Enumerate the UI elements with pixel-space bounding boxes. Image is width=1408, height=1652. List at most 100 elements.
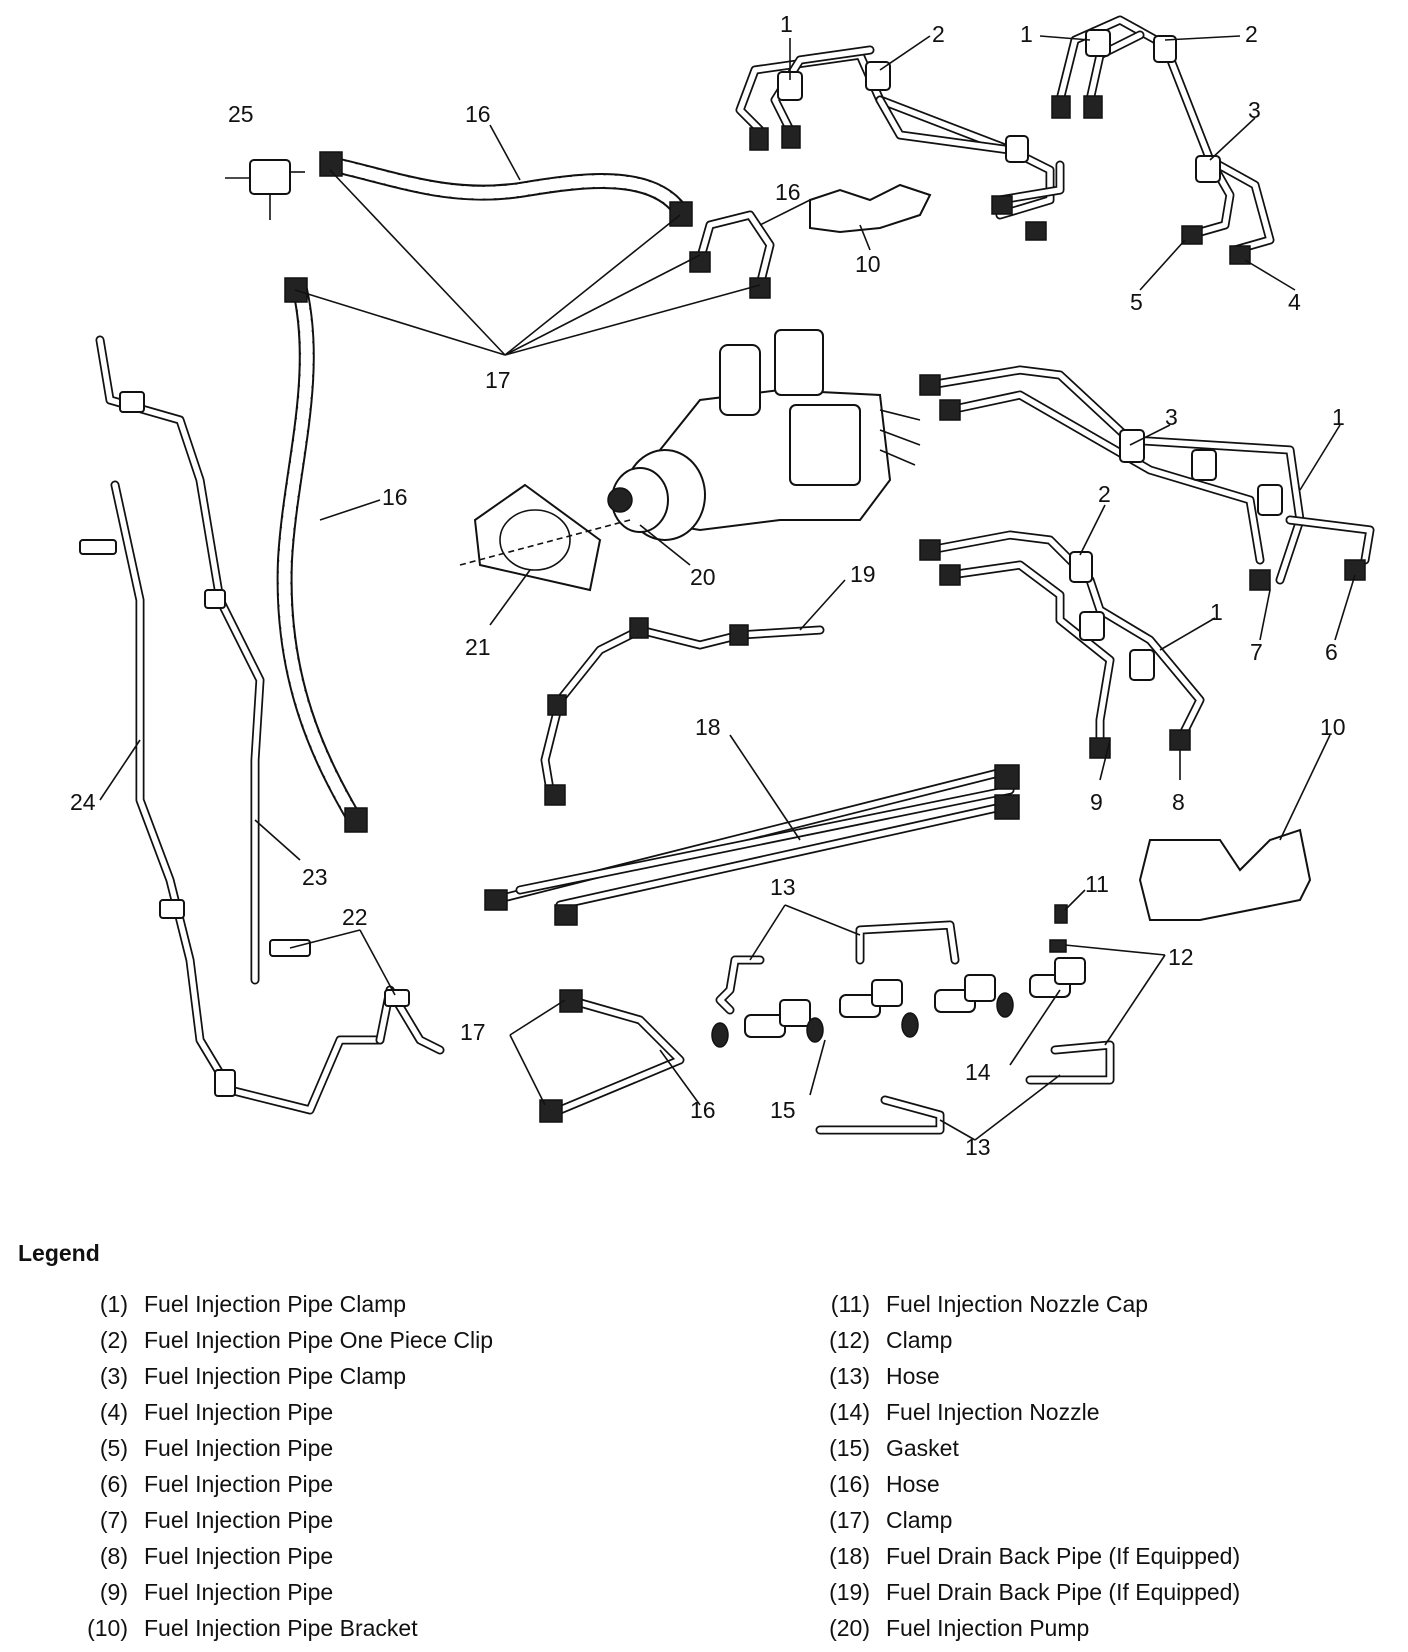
legend-item: (3) Fuel Injection Pipe Clamp [60, 1358, 493, 1394]
legend-item: (12) Clamp [802, 1322, 1240, 1358]
fuel-drain-back-pipe-19 [540, 617, 825, 806]
legend-item: (9)Fuel Injection Pipe [60, 1574, 493, 1610]
fuel-injection-pump [607, 329, 921, 541]
legend-text: Clamp [886, 1326, 953, 1353]
legend-number: (16) [829, 1470, 870, 1497]
fuel-connector-25 [225, 159, 305, 220]
legend-item: (1) Fuel Injection Pipe Clamp [60, 1286, 493, 1322]
legend-item: (2) Fuel Injection Pipe One Piece Clip [60, 1322, 493, 1358]
legend-text: Clamp [886, 1506, 953, 1533]
legend-text: Fuel Injection Pipe [144, 1434, 334, 1461]
callout: 15 [770, 1097, 796, 1123]
legend-text: Fuel Injection Pipe Clamp [144, 1362, 407, 1389]
callout: 16 [465, 101, 491, 127]
callout: 1 [780, 11, 793, 37]
legend-item: (8) Fuel Injection Pipe [60, 1538, 493, 1574]
legend-number: (18) [829, 1542, 870, 1569]
callout: 21 [465, 634, 491, 660]
callout: 16 [382, 484, 408, 510]
legend-item: (16)Hose [802, 1466, 1240, 1502]
legend-text: Fuel Injection Pipe [144, 1470, 334, 1497]
nozzles-and-hoses [711, 904, 1115, 1135]
legend-item: (19) Fuel Drain Back Pipe (If Equipped) [802, 1574, 1240, 1610]
legend-number: (7) [99, 1506, 128, 1533]
legend-number: (1) [99, 1290, 128, 1317]
legend-text: Hose [886, 1362, 940, 1389]
callout: 12 [1168, 944, 1194, 970]
callout-labels: 1 2 1 2 3 5 4 25 16 16 10 17 3 1 16 2 20… [70, 11, 1346, 1160]
legend-item: (10) Fuel Injection Pipe Bracket [60, 1610, 493, 1646]
legend-item: (5) Fuel Injection Pipe [60, 1430, 493, 1466]
legend-text: Fuel Injection Pipe Bracket [144, 1614, 418, 1641]
pipe-bracket-right [1138, 828, 1312, 921]
callout: 16 [775, 179, 801, 205]
callout: 5 [1130, 289, 1143, 315]
legend-number: (5) [99, 1434, 128, 1461]
injection-pipe-group-right [919, 365, 1375, 591]
injection-pipe-group-top-center [735, 45, 1065, 241]
legend-item: (6) Fuel Injection Pipe [60, 1466, 493, 1502]
legend-item: (18)Fuel Drain Back Pipe (If Equipped) [802, 1538, 1240, 1574]
legend-item: (15)Gasket [802, 1430, 1240, 1466]
legend-item: (20) Fuel Injection Pump [802, 1610, 1240, 1646]
legend-text: Fuel Injection Pipe Clamp [144, 1290, 407, 1317]
legend-text: Fuel Injection Pipe [144, 1542, 334, 1569]
callout: 1 [1332, 404, 1345, 430]
legend-title: Legend [18, 1240, 100, 1266]
legend-text: Fuel Injection Nozzle Cap [886, 1290, 1149, 1317]
callout: 2 [932, 21, 945, 47]
legend-item: (7) Fuel Injection Pipe [60, 1502, 493, 1538]
callout: 11 [1085, 871, 1109, 897]
hose-assemblies [276, 151, 775, 1123]
legend-number: (6) [99, 1470, 128, 1497]
callout: 9 [1090, 789, 1103, 815]
callout: 25 [228, 101, 254, 127]
callout: 1 [1020, 21, 1033, 47]
legend-number: (8) [99, 1542, 128, 1569]
pipe-bracket-top [809, 183, 932, 234]
legend-number: (20) [829, 1614, 870, 1641]
callout: 3 [1165, 404, 1178, 430]
legend-number: (19) [829, 1578, 870, 1605]
legend-text: Fuel Drain Back Pipe (If Equipped) [886, 1578, 1241, 1605]
legend-number: (11) [830, 1290, 870, 1317]
legend-number: (17) [829, 1506, 870, 1533]
callout: 2 [1245, 21, 1258, 47]
legend-number: (15) [829, 1434, 870, 1461]
legend-text: Fuel Injection Nozzle [886, 1398, 1100, 1425]
pump-gasket [459, 483, 631, 592]
legend-number: (2) [99, 1326, 128, 1353]
callout: 4 [1288, 289, 1301, 315]
injection-pipe-group-top-right [1051, 15, 1275, 265]
callout: 6 [1325, 639, 1338, 665]
callout: 13 [965, 1134, 991, 1160]
exploded-parts-diagram: 1 2 1 2 3 5 4 25 16 16 10 17 3 1 16 2 20… [70, 11, 1375, 1160]
legend-number: (14) [829, 1398, 870, 1425]
callout: 3 [1248, 97, 1261, 123]
legend-number: (13) [829, 1362, 870, 1389]
legend-item: (11) Fuel Injection Nozzle Cap [802, 1286, 1240, 1322]
callout: 24 [70, 789, 96, 815]
callout: 8 [1172, 789, 1185, 815]
legend-number: (10) [87, 1614, 128, 1641]
callout: 1 [1210, 599, 1223, 625]
legend-text: Fuel Injection Pipe [144, 1506, 334, 1533]
callout: 17 [460, 1019, 486, 1045]
legend-column-left: (1) Fuel Injection Pipe Clamp (2) Fuel Inj… [60, 1286, 493, 1646]
legend-number: (3) [99, 1362, 128, 1389]
callout: 19 [850, 561, 876, 587]
callout: 17 [485, 367, 511, 393]
callout: 13 [770, 874, 796, 900]
legend-item: (17) Clamp [802, 1502, 1240, 1538]
callout: 10 [1320, 714, 1346, 740]
legend-text: Fuel Injection Pump [886, 1614, 1090, 1641]
fuel-drain-back-pipe-18 [484, 764, 1020, 926]
callout: 10 [855, 251, 881, 277]
legend-column-right: (11)Fuel Injection Nozzle Cap (12)Clamp … [802, 1286, 1240, 1646]
legend-text: Fuel Injection Pipe [144, 1398, 334, 1425]
callout: 14 [965, 1059, 991, 1085]
legend-text: Fuel Injection Pipe One Piece Clip [144, 1326, 494, 1353]
legend-number: (12) [829, 1326, 870, 1353]
leader-lines [99, 35, 1356, 1141]
legend-number: (4) [99, 1398, 128, 1425]
